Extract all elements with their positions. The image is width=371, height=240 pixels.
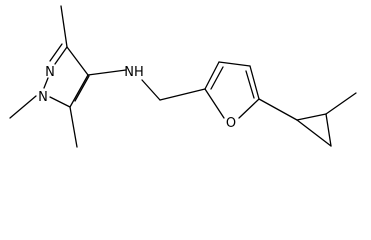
bond-c3-n2-double bbox=[49, 43, 63, 62]
bond-cp3-cp1 bbox=[296, 119, 332, 147]
bond-n1-methyl bbox=[9, 95, 37, 119]
bond-c5-c4-double bbox=[74, 75, 90, 102]
atom-o-label: O bbox=[226, 116, 236, 131]
structure-diagram: N N NH O bbox=[9, 5, 357, 148]
bond-c5-c4 bbox=[69, 74, 89, 108]
bond-o-fc2 bbox=[204, 88, 225, 119]
bond-fc5-cp1 bbox=[258, 98, 298, 121]
atom-n1-label: N bbox=[38, 90, 48, 105]
bond-fc5-o bbox=[238, 98, 260, 119]
bond-fc2-fc3-double bbox=[210, 66, 224, 90]
atom-nh-label: NH bbox=[124, 65, 144, 80]
bond-fc2-fc3 bbox=[204, 61, 220, 90]
bond-c3-n2 bbox=[54, 46, 68, 65]
atom-n2-label: N bbox=[45, 65, 55, 80]
bond-c3-methyl bbox=[60, 5, 68, 48]
bond-cp2-methyl bbox=[325, 92, 357, 115]
molecule-drawing: N N NH O bbox=[9, 5, 357, 148]
bond-cp1-cp2 bbox=[296, 113, 327, 121]
bond-fc3-fc4 bbox=[218, 61, 251, 67]
bond-fc4-fc5-double bbox=[245, 70, 255, 99]
bond-n2-n1 bbox=[43, 77, 49, 89]
bond-n1-c5 bbox=[49, 96, 71, 108]
bond-cp2-cp3 bbox=[325, 113, 332, 147]
bond-fc4-fc5 bbox=[249, 65, 260, 100]
bond-c3-c4 bbox=[66, 46, 89, 76]
bond-ch2-furan bbox=[159, 88, 206, 101]
bond-c5-methyl bbox=[69, 106, 78, 148]
bond-c4-nh bbox=[87, 69, 127, 76]
bond-nh-ch2 bbox=[141, 79, 161, 101]
